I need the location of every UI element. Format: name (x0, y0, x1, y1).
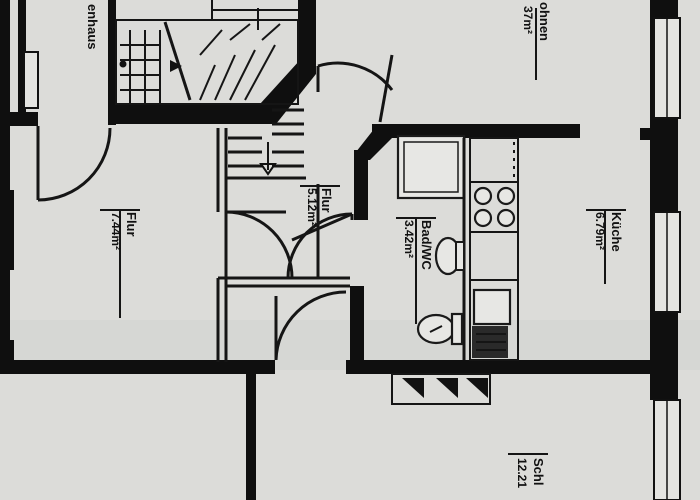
stair-direction-arrow (170, 60, 182, 72)
wall-bath-left (354, 150, 368, 220)
kitchen-counter (469, 137, 519, 361)
label-wohnen: ohnen (537, 2, 552, 41)
room-labels: enhaus 37m² ohnen Flur 7.44m² Flur 5.12m… (85, 2, 626, 488)
label-kueche-area: 6.79m² (593, 212, 607, 250)
label-kueche: Küche (609, 212, 624, 252)
label-flur-left: Flur (124, 212, 139, 237)
wall-horizontal-main (0, 360, 275, 374)
wall-bath-bottom (346, 360, 656, 374)
wall-right-stub (640, 128, 654, 140)
partitions (216, 128, 354, 362)
wall-stair-diagonal (260, 60, 316, 124)
shower-tray (396, 134, 466, 200)
label-flur-mid-area: 5.12m² (305, 188, 319, 226)
windows-right (23, 17, 681, 500)
hob-burner-2 (496, 186, 516, 206)
label-schlafen: Schl (531, 458, 546, 485)
stair-start-marker (119, 60, 127, 68)
hob-burner-1 (473, 186, 493, 206)
bathroom-fixtures (396, 134, 471, 360)
label-schlafen-area: 12.21 (515, 458, 529, 488)
toilet-tank (450, 312, 464, 346)
label-flur-left-area: 7.44m² (109, 212, 123, 250)
door-swing-entry (317, 61, 394, 91)
wall-left-inner (18, 0, 26, 120)
wall-vertical-lower (246, 370, 256, 500)
doors (36, 54, 394, 361)
kitchen-sink (472, 288, 512, 326)
lower-stair-block (391, 373, 491, 405)
door-swing-lower (274, 290, 347, 361)
wall-stair-bottom (108, 104, 268, 124)
wall-bath-top (372, 124, 580, 138)
hob-burner-4 (496, 208, 516, 228)
label-bad: Bad/WC (419, 220, 434, 270)
door-swing-left-flur (37, 127, 112, 202)
hob-burner-3 (473, 208, 493, 228)
entry-step-arrow (259, 163, 277, 176)
wall-entry-left (10, 112, 38, 126)
entry-steps (228, 108, 304, 176)
wall-bath-left-lower (350, 286, 364, 368)
label-flur-mid: Flur (319, 188, 334, 213)
door-leaf-bath (291, 212, 353, 242)
label-treppenhaus: enhaus (85, 4, 100, 50)
kitchen-fixtures (469, 137, 519, 361)
wall-stair-right (298, 0, 316, 74)
wall-stair-left (108, 0, 116, 125)
label-bad-area: 3.42m² (402, 220, 416, 258)
label-wohnen-area: 37m² (521, 6, 535, 34)
staircase (115, 0, 299, 105)
wall-left-door-jamb (0, 190, 14, 270)
door-leaf-entry (378, 54, 394, 123)
wall-left-outer (0, 0, 10, 370)
window-left (23, 51, 39, 109)
